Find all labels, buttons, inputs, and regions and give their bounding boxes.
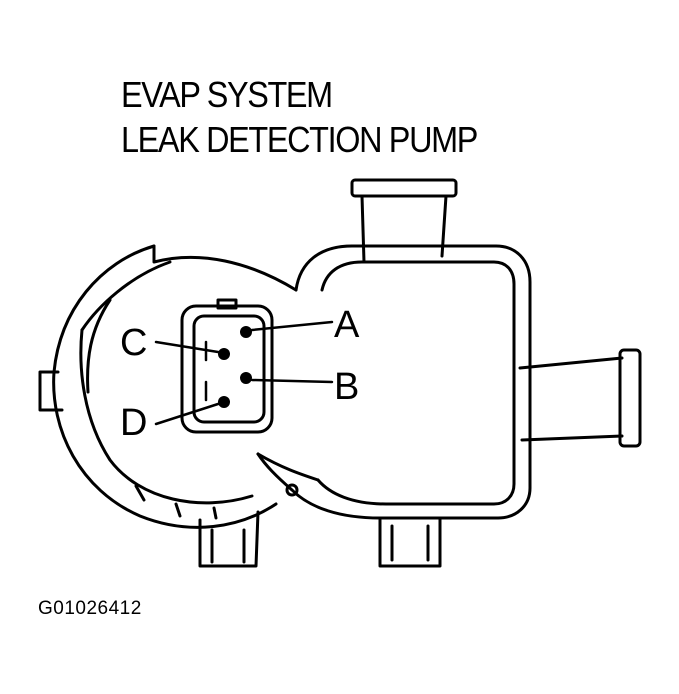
mounting-hole [285, 483, 299, 497]
title-line-1: EVAP SYSTEM [121, 74, 333, 115]
terminal-a-pin [240, 326, 252, 338]
title-line-2: LEAK DETECTION PUMP [121, 119, 478, 160]
terminal-d-pin [218, 396, 230, 408]
terminal-label-a: A [334, 304, 360, 346]
left-mounting-tab [38, 370, 64, 412]
figure-id: G01026412 [38, 598, 142, 619]
leader-a [250, 320, 334, 332]
pump-body [256, 244, 532, 520]
terminal-label-c: C [120, 322, 148, 364]
diagram-title: EVAP SYSTEM LEAK DETECTION PUMP [121, 72, 478, 162]
leader-b [250, 378, 334, 384]
leader-lines [154, 320, 334, 426]
terminal-b-pin [240, 372, 252, 384]
motor-housing [52, 244, 298, 529]
terminal-c-pin [218, 348, 230, 360]
right-outlet-tube [518, 348, 642, 448]
leader-d [154, 402, 220, 426]
terminal-label-d: D [120, 402, 148, 444]
terminal-label-b: B [334, 366, 360, 408]
bottom-legs [198, 510, 442, 568]
electrical-connector [180, 298, 274, 434]
top-port-tube [350, 178, 458, 264]
leader-c [154, 340, 220, 354]
connector-terminals [218, 326, 252, 408]
